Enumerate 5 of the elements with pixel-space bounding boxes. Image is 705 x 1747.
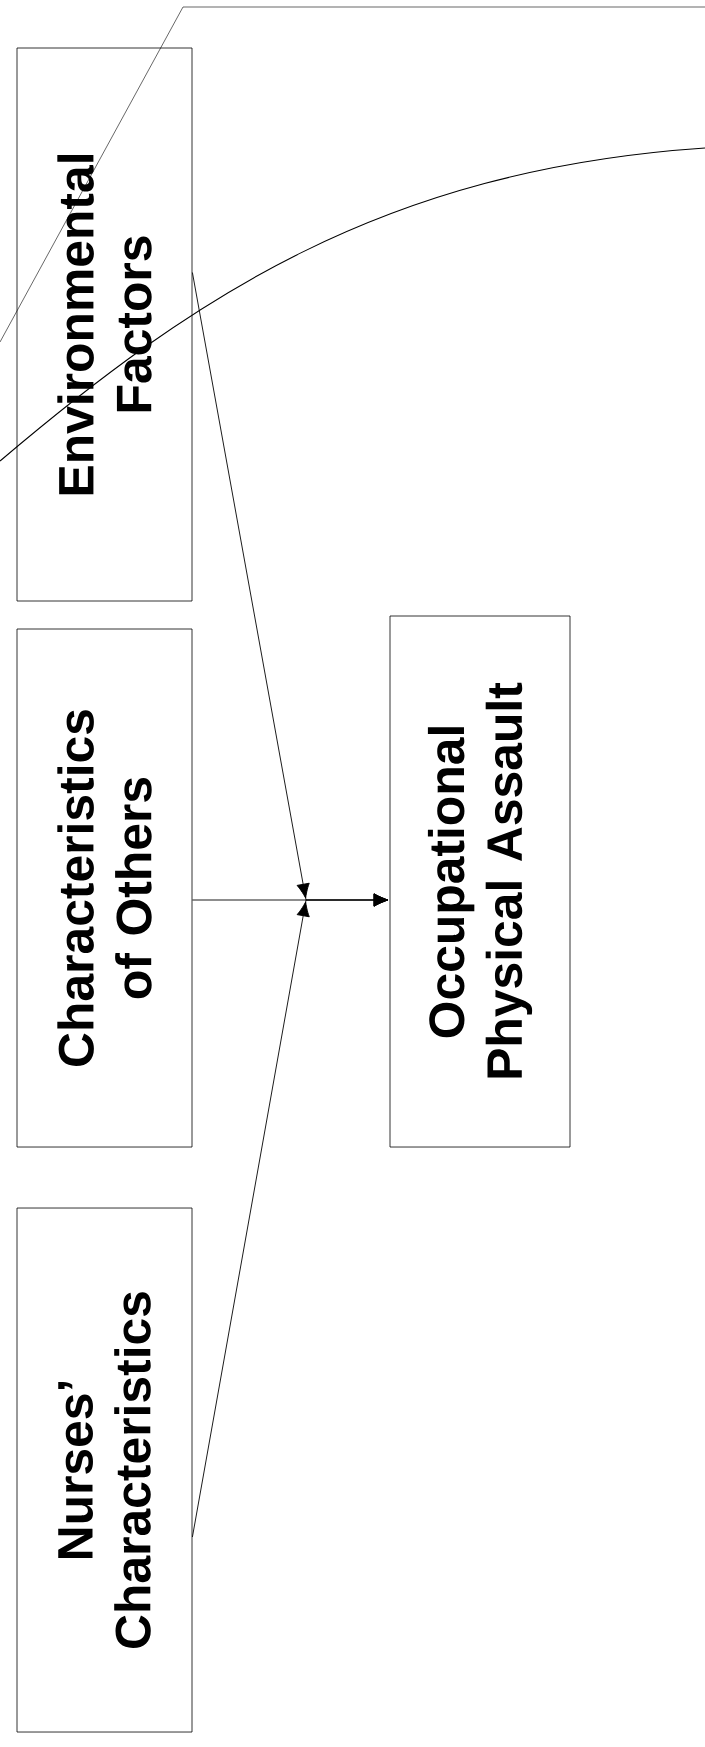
factor-box: Nurses’ Characteristics bbox=[16, 1207, 193, 1733]
factor-box: Occupational Physical Assault bbox=[389, 615, 571, 1148]
arrow bbox=[191, 893, 389, 1538]
factor-box: Characteristics of Others bbox=[16, 628, 193, 1148]
factor-box: Environmental Factors bbox=[16, 47, 193, 602]
